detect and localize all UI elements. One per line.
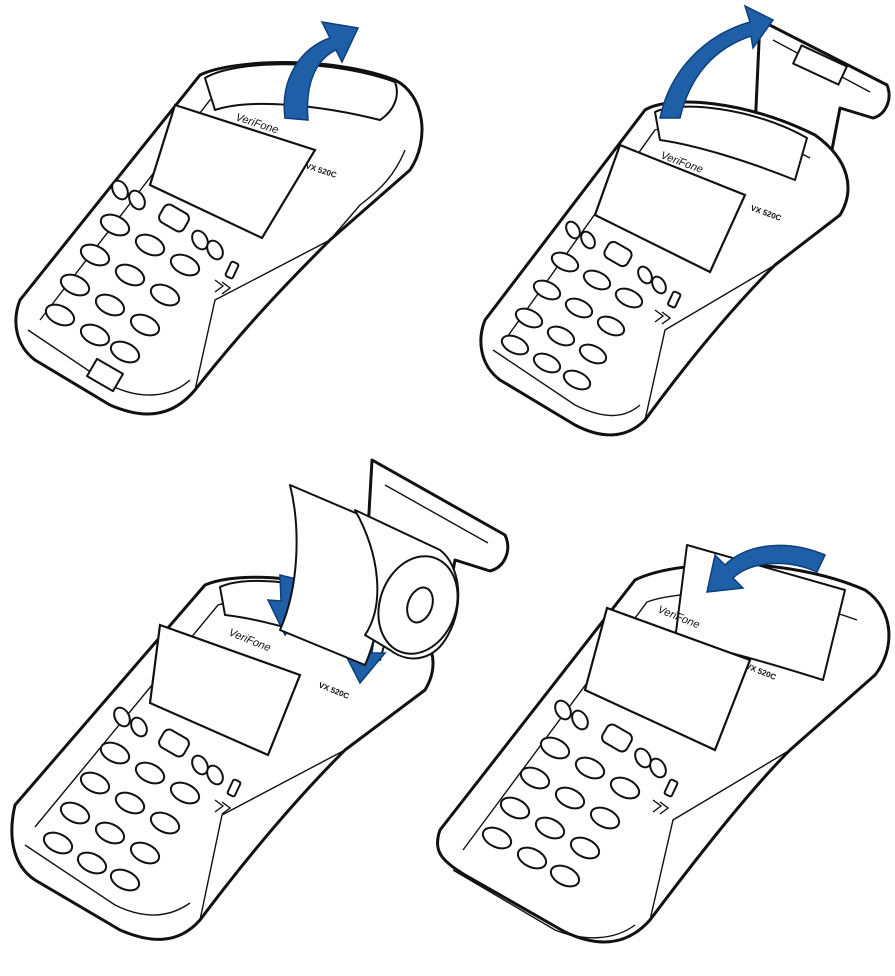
step-2-illustration: VeriFone VX 520C [455, 0, 895, 440]
step-4-illustration: VeriFone VX 520C [425, 500, 895, 976]
step-2-cover-open-panel: VeriFone VX 520C [455, 0, 895, 440]
step-1-open-cover-panel: VeriFone VX 520C [0, 0, 440, 440]
step-4-close-cover-panel: VeriFone VX 520C [425, 500, 895, 976]
step-1-illustration: VeriFone VX 520C [0, 0, 440, 440]
